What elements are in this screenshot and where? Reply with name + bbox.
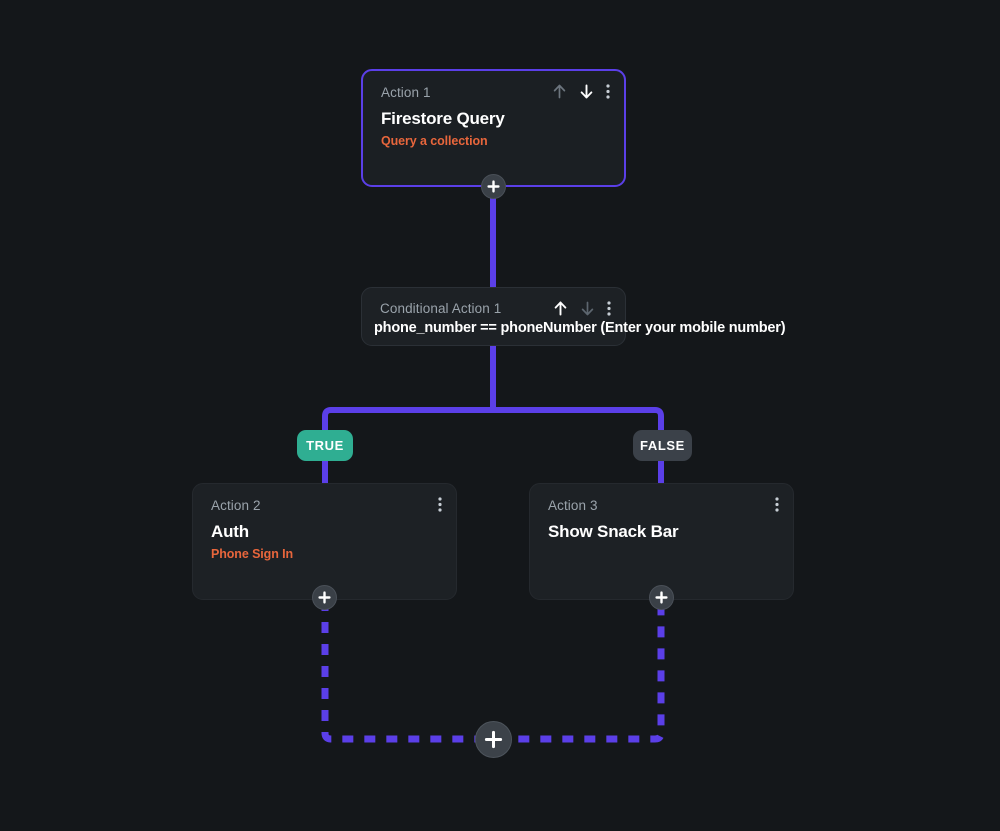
arrow-down-icon[interactable] — [579, 83, 594, 100]
node-action-3-title: Show Snack Bar — [548, 522, 679, 541]
edge-branch-split — [322, 407, 664, 455]
more-vertical-icon[interactable] — [775, 496, 779, 513]
node-action-1[interactable]: Action 1 Firestore Query Query a collect… — [361, 69, 626, 187]
edge-merge-dashed — [321, 600, 665, 743]
node-action-1-toolbar — [552, 83, 610, 100]
node-conditional-1-label: Conditional Action 1 — [380, 301, 502, 316]
more-vertical-icon[interactable] — [607, 300, 611, 317]
node-action-2-toolbar — [438, 496, 442, 513]
add-node-after-action-1[interactable] — [481, 174, 506, 199]
add-node-icon — [655, 591, 668, 604]
node-action-2-subtitle: Phone Sign In — [211, 547, 294, 561]
more-vertical-icon[interactable] — [606, 83, 610, 100]
node-action-3-body: Action 3 Show Snack Bar — [530, 484, 793, 552]
arrow-up-icon[interactable] — [552, 83, 567, 100]
node-action-1-body: Action 1 Firestore Query Query a collect… — [363, 71, 624, 159]
branch-label-true[interactable]: TRUE — [297, 430, 353, 461]
branch-label-true-text: TRUE — [306, 438, 344, 453]
node-conditional-1-body: Conditional Action 1 — [362, 288, 625, 338]
arrow-down-icon[interactable] — [580, 300, 595, 317]
branch-label-false[interactable]: FALSE — [633, 430, 692, 461]
node-action-3-toolbar — [775, 496, 779, 513]
add-node-after-merge[interactable] — [475, 721, 512, 758]
add-node-after-action-3[interactable] — [649, 585, 674, 610]
node-action-2-title: Auth — [211, 522, 249, 541]
add-node-after-action-2[interactable] — [312, 585, 337, 610]
node-action-2-body: Action 2 Auth Phone Sign In — [193, 484, 456, 572]
node-conditional-1[interactable]: Conditional Action 1 — [361, 287, 626, 346]
add-node-icon — [484, 730, 503, 749]
node-action-2-label: Action 2 — [211, 498, 261, 513]
node-action-1-subtitle: Query a collection — [381, 134, 488, 148]
node-action-2[interactable]: Action 2 Auth Phone Sign In — [192, 483, 457, 600]
node-action-1-title: Firestore Query — [381, 109, 505, 128]
node-action-3[interactable]: Action 3 Show Snack Bar — [529, 483, 794, 600]
node-conditional-1-toolbar — [553, 300, 611, 317]
node-action-1-label: Action 1 — [381, 85, 431, 100]
arrow-up-icon[interactable] — [553, 300, 568, 317]
add-node-icon — [487, 180, 500, 193]
more-vertical-icon[interactable] — [438, 496, 442, 513]
node-action-3-label: Action 3 — [548, 498, 598, 513]
branch-label-false-text: FALSE — [640, 438, 685, 453]
add-node-icon — [318, 591, 331, 604]
node-conditional-1-expression: phone_number == phoneNumber (Enter your … — [374, 320, 786, 336]
